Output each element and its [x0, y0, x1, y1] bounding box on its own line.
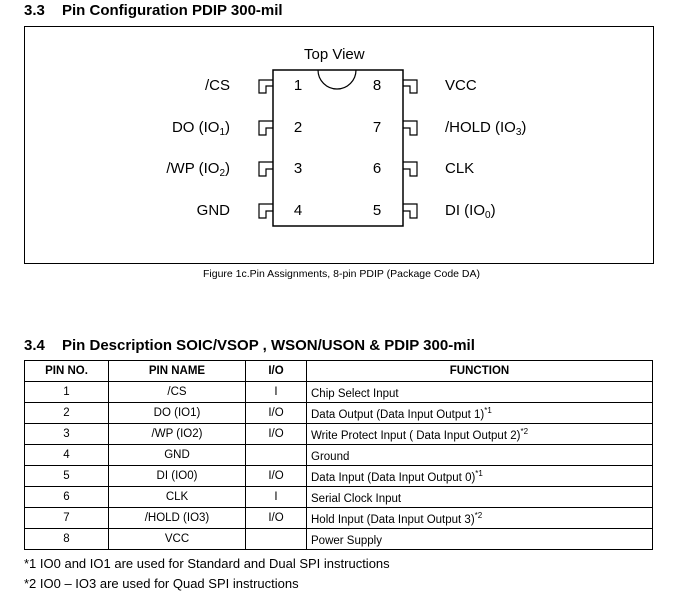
chip-package-drawing: [258, 69, 418, 227]
lead-3: [258, 161, 273, 177]
pin-label-6: CLK: [445, 160, 475, 177]
left-leads: [258, 79, 273, 219]
pin-no-cell: 3: [24, 423, 109, 445]
pin-number-1: 1: [293, 77, 303, 94]
pin-no-cell: 2: [24, 402, 109, 424]
pin-name-cell: /CS: [108, 381, 246, 403]
pin-no-cell: 8: [24, 528, 109, 550]
pin-number-2: 2: [293, 119, 303, 136]
section-number: 3.4: [24, 337, 45, 354]
io-cell: I/O: [245, 465, 307, 487]
io-cell: I/O: [245, 507, 307, 529]
column-header: I/O: [245, 360, 307, 382]
function-cell: Chip Select Input: [306, 381, 653, 403]
pin-diagram-frame: [24, 26, 654, 264]
pin-name-cell: /HOLD (IO3): [108, 507, 246, 529]
io-cell: [245, 444, 307, 466]
function-cell: Ground: [306, 444, 653, 466]
io-cell: [245, 528, 307, 550]
section-number: 3.3: [24, 2, 45, 19]
lead-8: [403, 79, 418, 94]
function-cell: Serial Clock Input: [306, 486, 653, 508]
pin-label-8: VCC: [445, 77, 477, 94]
pin-number-3: 3: [293, 160, 303, 177]
io-cell: I/O: [245, 423, 307, 445]
section-title: Pin Description SOIC/VSOP , WSON/USON & …: [62, 337, 475, 354]
pin-name-cell: CLK: [108, 486, 246, 508]
pin-number-7: 7: [372, 119, 382, 136]
right-leads: [403, 79, 418, 219]
function-cell: Hold Input (Data Input Output 3)*2: [306, 507, 653, 529]
pin-no-cell: 7: [24, 507, 109, 529]
function-cell: Power Supply: [306, 528, 653, 550]
section-title: Pin Configuration PDIP 300-mil: [62, 2, 283, 19]
pin-label-7: /HOLD (IO3): [445, 119, 527, 138]
footnote-2: *2 IO0 – IO3 are used for Quad SPI instr…: [24, 576, 299, 591]
pin-number-6: 6: [372, 160, 382, 177]
pin-label-2: DO (IO1): [171, 119, 230, 138]
pin-name-cell: DO (IO1): [108, 402, 246, 424]
pin-name-cell: /WP (IO2): [108, 423, 246, 445]
figure-caption: Figure 1c.Pin Assignments, 8-pin PDIP (P…: [202, 268, 481, 280]
function-cell: Write Protect Input ( Data Input Output …: [306, 423, 653, 445]
lead-7: [403, 120, 418, 136]
top-view-label: Top View: [304, 46, 365, 63]
pin-no-cell: 1: [24, 381, 109, 403]
lead-4: [258, 203, 273, 219]
pin-label-3: /WP (IO2): [166, 160, 230, 179]
lead-1: [258, 79, 273, 94]
chip-body: [272, 69, 404, 227]
lead-6: [403, 161, 418, 177]
io-cell: I: [245, 486, 307, 508]
pin-number-8: 8: [372, 77, 382, 94]
pin-label-4: GND: [196, 202, 230, 219]
chip-notch: [317, 69, 357, 90]
function-cell: Data Input (Data Input Output 0)*1: [306, 465, 653, 487]
column-header: PIN NAME: [108, 360, 246, 382]
pin-label-5: DI (IO0): [445, 202, 496, 221]
lead-5: [403, 203, 418, 219]
pin-no-cell: 6: [24, 486, 109, 508]
pin-name-cell: DI (IO0): [108, 465, 246, 487]
io-cell: I/O: [245, 402, 307, 424]
lead-2: [258, 120, 273, 136]
pin-number-5: 5: [372, 202, 382, 219]
function-cell: Data Output (Data Input Output 1)*1: [306, 402, 653, 424]
section-heading-pin-description: 3.4 Pin Description SOIC/VSOP , WSON/USON…: [24, 337, 475, 354]
table-header-row: PIN NO. PIN NAME I/O FUNCTION: [24, 360, 653, 382]
pin-no-cell: 5: [24, 465, 109, 487]
io-cell: I: [245, 381, 307, 403]
pin-name-cell: VCC: [108, 528, 246, 550]
column-header: FUNCTION: [306, 360, 653, 382]
pin-no-cell: 4: [24, 444, 109, 466]
pin-number-4: 4: [293, 202, 303, 219]
pin-name-cell: GND: [108, 444, 246, 466]
footnote-1: *1 IO0 and IO1 are used for Standard and…: [24, 556, 390, 571]
section-heading-pin-configuration: 3.3 Pin Configuration PDIP 300-mil: [24, 2, 283, 19]
column-header: PIN NO.: [24, 360, 109, 382]
pin-label-1: /CS: [204, 77, 230, 94]
